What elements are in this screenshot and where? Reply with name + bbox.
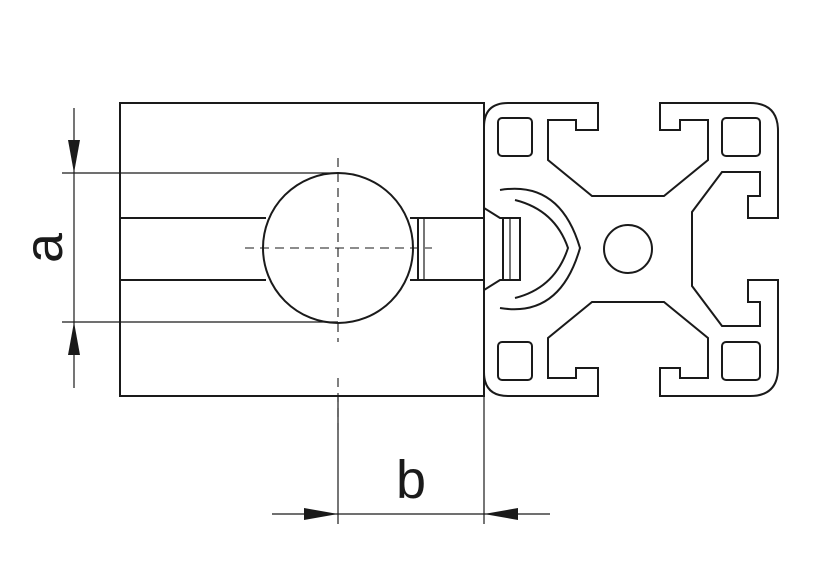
arrow-a-top [68, 140, 80, 173]
dimension-a-label: a [14, 232, 74, 263]
aluminium-profile [483, 102, 779, 397]
arrow-b-right [484, 508, 518, 520]
dimension-b-label: b [396, 450, 426, 510]
screw [417, 218, 511, 280]
arrow-b-left [304, 508, 338, 520]
dimension-a [62, 108, 338, 388]
dimension-b [272, 396, 550, 524]
arrow-a-bottom [68, 322, 80, 355]
centerlines [245, 158, 432, 430]
clamp-block [119, 102, 485, 397]
